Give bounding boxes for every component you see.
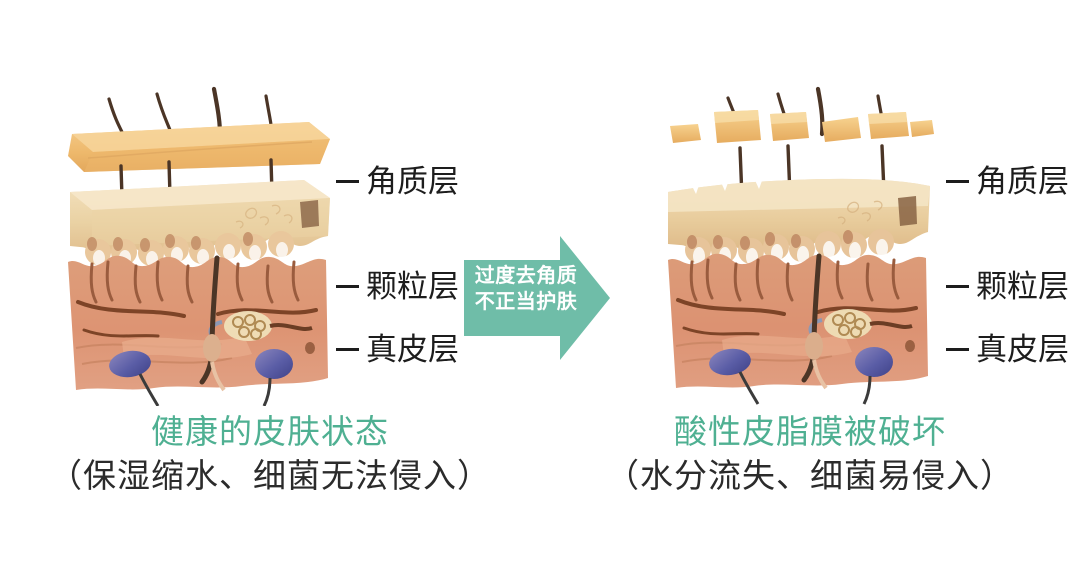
layer-label-group-right: 角质层 颗粒层 真皮层	[946, 86, 1080, 406]
layer-label-text: 真皮层	[366, 332, 459, 367]
caption-title-healthy: 健康的皮肤状态	[151, 413, 389, 450]
panel-damaged-skin: 角质层 颗粒层 真皮层 酸性皮脂膜被破坏 （水分流失、细菌易侵入）	[540, 0, 1080, 574]
layer-label-granular: 颗粒层	[336, 271, 459, 302]
caption-healthy: 健康的皮肤状态 （保湿缩水、细菌无法侵入）	[0, 412, 540, 497]
caption-damaged: 酸性皮脂膜被破坏 （水分流失、细菌易侵入）	[540, 412, 1080, 497]
arrow-right-icon	[464, 236, 610, 360]
layer-label-dermis: 真皮层	[946, 334, 1069, 365]
caption-title-damaged: 酸性皮脂膜被破坏	[674, 413, 946, 450]
panel-healthy-skin: 角质层 颗粒层 真皮层 健康的皮肤状态 （保湿缩水、细菌无法侵入）	[0, 86, 540, 497]
leader-dash-icon	[946, 285, 969, 288]
leader-dash-icon	[946, 348, 969, 351]
layer-label-text: 颗粒层	[976, 269, 1069, 304]
leader-dash-icon	[336, 180, 359, 183]
layer-label-stratum-corneum: 角质层	[336, 166, 459, 197]
layer-label-text: 角质层	[366, 164, 459, 199]
caption-sub-damaged: （水分流失、细菌易侵入）	[606, 457, 1014, 495]
layer-label-text: 真皮层	[976, 332, 1069, 367]
layer-label-stratum-corneum: 角质层	[946, 166, 1069, 197]
layer-label-text: 角质层	[976, 164, 1069, 199]
layer-label-group-left: 角质层 颗粒层 真皮层	[336, 86, 496, 406]
caption-sub-healthy: （保湿缩水、细菌无法侵入）	[49, 457, 491, 495]
leader-dash-icon	[336, 285, 359, 288]
healthy-skin-cross-section	[62, 86, 334, 406]
transition-arrow: 过度去角质 不正当护肤	[460, 232, 612, 364]
layer-label-dermis: 真皮层	[336, 334, 459, 365]
layer-label-granular: 颗粒层	[946, 271, 1069, 302]
damaged-skin-cross-section	[662, 86, 934, 406]
leader-dash-icon	[946, 180, 969, 183]
leader-dash-icon	[336, 348, 359, 351]
layer-label-text: 颗粒层	[366, 269, 459, 304]
